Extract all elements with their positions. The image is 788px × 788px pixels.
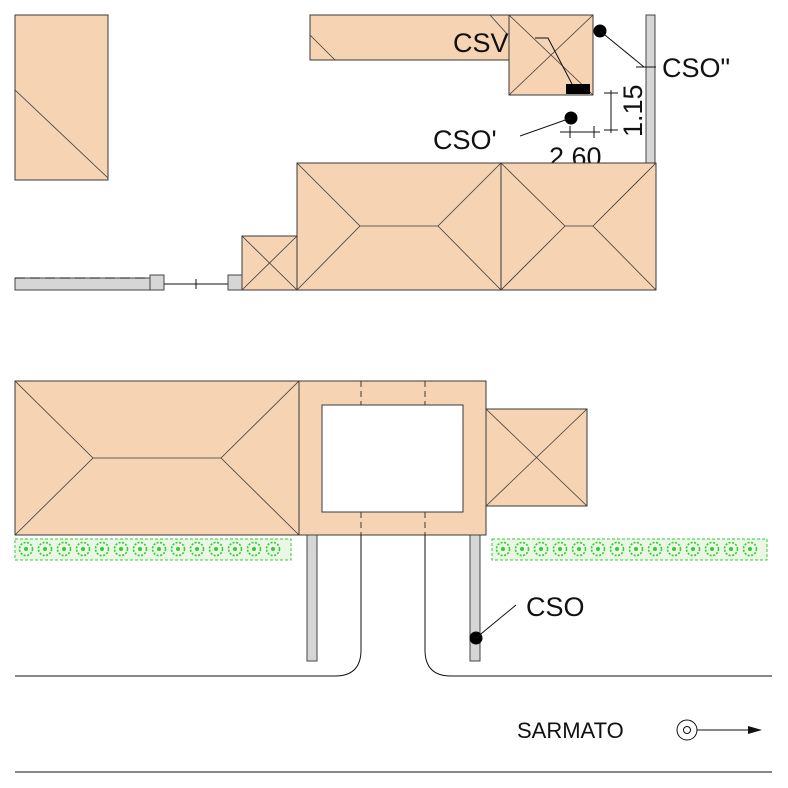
hedge-shrub-core xyxy=(501,547,505,551)
hedge-shrub xyxy=(590,541,606,557)
gate-post-left xyxy=(306,534,318,662)
hedge-shrub-core xyxy=(691,547,695,551)
hedge-shrub-core xyxy=(558,547,562,551)
hedge-shrub xyxy=(132,541,148,557)
hedge-shrub-core xyxy=(634,547,638,551)
label-cso-double: CSO" xyxy=(662,53,730,83)
hedge-shrub-core xyxy=(176,547,180,551)
hedge-shrub-core xyxy=(271,547,275,551)
hedge-shrub-core xyxy=(729,547,733,551)
fence-left xyxy=(14,274,243,291)
hedge-shrub-core xyxy=(195,547,199,551)
hedge-left xyxy=(14,538,292,561)
hedge-shrub xyxy=(265,541,281,557)
label-csv: CSV xyxy=(453,28,509,58)
hedge-shrub xyxy=(189,541,205,557)
hedge-shrub-core xyxy=(100,547,104,551)
hedge-shrub xyxy=(723,541,739,557)
hedge-shrub xyxy=(18,541,34,557)
hedge-shrub xyxy=(495,541,511,557)
hedge-shrub xyxy=(37,541,53,557)
hedge-shrub xyxy=(56,541,72,557)
building-middle-right xyxy=(241,162,657,291)
label-dim-vertical: 1.15 xyxy=(618,84,648,137)
hedge-right xyxy=(491,538,768,561)
hedge-shrub-core xyxy=(672,547,676,551)
hedge-shrub-core xyxy=(539,547,543,551)
hedge-shrub xyxy=(514,541,530,557)
hedge-shrub xyxy=(246,541,262,557)
hedge-shrub-core xyxy=(81,547,85,551)
hedge-shrub xyxy=(742,541,758,557)
hedge-shrub-core xyxy=(577,547,581,551)
hedge-shrub-core xyxy=(710,547,714,551)
building-top-center xyxy=(309,14,594,96)
hedge-shrub-core xyxy=(138,547,142,551)
hedge-shrub-core xyxy=(653,547,657,551)
hedge-shrub xyxy=(533,541,549,557)
gate-post-right xyxy=(469,534,481,662)
building-lower-courtyard xyxy=(298,380,487,536)
hedge-shrub xyxy=(704,541,720,557)
building-lower-right xyxy=(485,408,588,507)
hedge-shrub-core xyxy=(62,547,66,551)
dimension-vertical: 1.15 xyxy=(604,84,648,137)
hedge-shrub-core xyxy=(748,547,752,551)
hedge-shrub xyxy=(113,541,129,557)
hedge-shrub xyxy=(666,541,682,557)
label-cso: CSO xyxy=(526,592,585,622)
building-lower-left xyxy=(14,380,300,536)
hedge-shrub xyxy=(685,541,701,557)
hedge-shrub xyxy=(647,541,663,557)
hedge-shrub-core xyxy=(520,547,524,551)
hedge-shrub-core xyxy=(43,547,47,551)
hedge-shrub-core xyxy=(119,547,123,551)
hedge-shrub xyxy=(75,541,91,557)
arrow-icon xyxy=(697,726,762,734)
building-top-left xyxy=(14,14,109,181)
csv-marker xyxy=(566,84,590,94)
hedge-shrub xyxy=(227,541,243,557)
hedge-shrub xyxy=(170,541,186,557)
hedge-shrub xyxy=(628,541,644,557)
label-street: SARMATO xyxy=(517,718,624,743)
label-cso-single: CSO' xyxy=(433,125,497,155)
hedge-shrub-core xyxy=(615,547,619,551)
hedge-shrub-core xyxy=(233,547,237,551)
hedge-shrub xyxy=(552,541,568,557)
hedge-shrub xyxy=(94,541,110,557)
hedge-shrub-core xyxy=(157,547,161,551)
hedge-shrub-core xyxy=(252,547,256,551)
hedge-shrub-core xyxy=(24,547,28,551)
hedge-shrub-core xyxy=(596,547,600,551)
manhole-icon xyxy=(676,719,698,741)
driveway-edge-left xyxy=(15,535,362,677)
hedge-shrub xyxy=(609,541,625,557)
hedge-shrub xyxy=(571,541,587,557)
driveway-edge-right xyxy=(424,535,772,677)
hedge-shrub-core xyxy=(214,547,218,551)
hedge-shrub xyxy=(151,541,167,557)
hedge-shrub xyxy=(208,541,224,557)
